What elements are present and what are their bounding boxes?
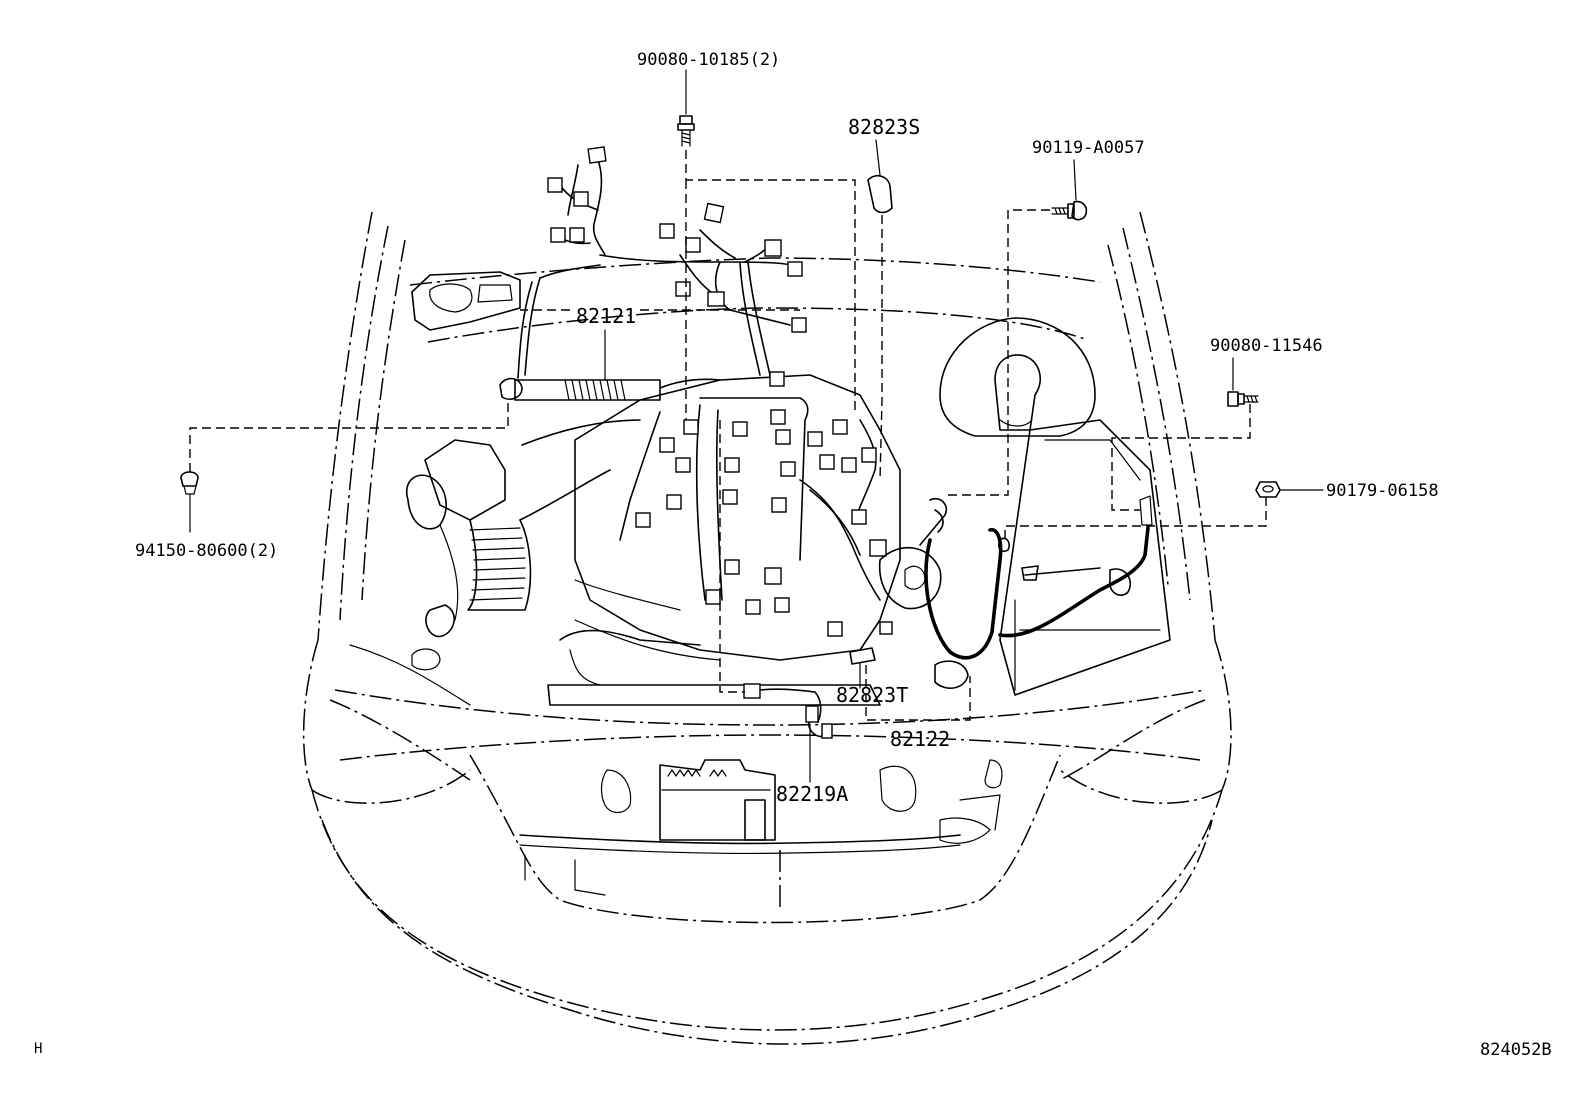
bolt-90080-10185-part — [677, 115, 695, 147]
vehicle-body-outline — [302, 211, 1232, 1045]
harness-wrap-lines — [564, 379, 626, 401]
leader-82823s — [875, 139, 881, 176]
bolt-90080-11546-part — [1227, 391, 1259, 407]
callout-90080-10185: 90080-10185(2) — [637, 50, 780, 70]
nut-90179-06158-part — [1255, 481, 1281, 498]
callout-82219a: 82219A — [776, 782, 848, 806]
bolt-90119-a0057-part — [1051, 200, 1088, 221]
engine-wire-harness — [499, 146, 948, 637]
callout-90179-06158: 90179-06158 — [1326, 481, 1439, 501]
leader-90119 — [1073, 159, 1077, 201]
callout-90119-a0057: 90119-A0057 — [1032, 138, 1145, 158]
battery-cable — [924, 495, 1153, 689]
connector-82823s-part — [867, 174, 893, 214]
intake-duct-ribs — [469, 527, 526, 601]
callout-82121: 82121 — [576, 304, 636, 328]
callout-82823s: 82823S — [848, 115, 920, 139]
callout-90080-11546: 90080-11546 — [1210, 336, 1323, 356]
sub-wire — [743, 683, 833, 739]
connector-82823t-part — [849, 647, 876, 665]
corner-mark: H — [34, 1041, 42, 1057]
callout-82823t: 82823T — [836, 683, 908, 707]
engine-bay — [349, 271, 1171, 896]
callout-82122: 82122 — [890, 727, 950, 751]
reference-lines — [189, 150, 1267, 721]
clip-94150-80600-part — [180, 471, 199, 495]
figure-code: 824052B — [1480, 1040, 1552, 1060]
callout-94150-80600: 94150-80600(2) — [135, 541, 278, 561]
